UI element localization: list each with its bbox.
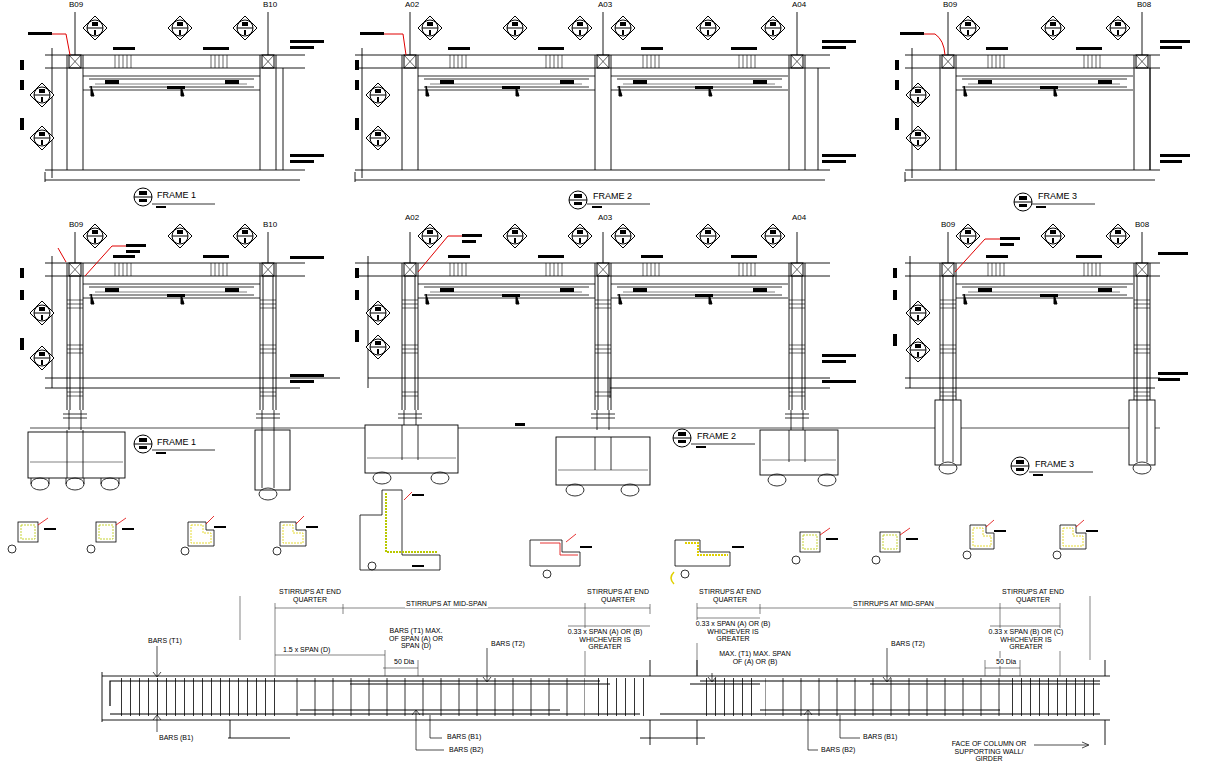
stirrup-note: STIRRUPS AT END QUARTER (996, 588, 1070, 603)
frame-title: FRAME 2 (592, 192, 633, 202)
dimension-note: 0.33 x SPAN (B) OR (C) WHICHEVER IS GREA… (986, 628, 1066, 651)
stirrup-note: STIRRUPS AT END QUARTER (693, 588, 767, 603)
frame-title: FRAME 1 (156, 191, 197, 201)
bar-label: BARS (T2) (890, 640, 926, 648)
bar-label: BARS (B1) (862, 733, 898, 741)
grid-label: B10 (262, 221, 278, 230)
bar-note: BARS (T1) MAX. OF SPAN (A) OR SPAN (D) (384, 627, 448, 650)
bar-label: BARS (B1) (158, 734, 194, 742)
grid-label: B09 (68, 221, 84, 230)
frame-title: FRAME 2 (696, 432, 737, 442)
bar-note: MAX. (T1) MAX. SPAN OF (A) OR (B) (718, 650, 792, 665)
bar-label: BARS (B2) (448, 746, 484, 754)
bar-label: BARS (T1) (147, 637, 183, 645)
bar-label: BARS (B1) (446, 733, 482, 741)
bar-label: BARS (T2) (490, 640, 526, 648)
grid-label: B09 (68, 1, 84, 10)
dimension-label: 1.5 x SPAN (D) (282, 646, 331, 654)
grid-label: B08 (1134, 221, 1150, 230)
stirrup-note: STIRRUPS AT END QUARTER (273, 588, 347, 603)
dimension-label: 50 Dia (393, 658, 415, 666)
dimension-label: 50 Dia (995, 658, 1017, 666)
stirrup-note: STIRRUPS AT MID-SPAN (405, 600, 488, 608)
note-text: FACE OF COLUMN OR SUPPORTING WALL/ GIRDE… (944, 740, 1034, 763)
grid-label: B10 (262, 1, 278, 10)
grid-label: A04 (791, 1, 807, 10)
dimension-note: 0.33 x SPAN (A) OR (B) WHICHEVER IS GREA… (565, 628, 645, 651)
stirrup-note: STIRRUPS AT MID-SPAN (852, 600, 935, 608)
frame-title: FRAME 3 (1037, 192, 1078, 202)
frame-title: FRAME 3 (1034, 460, 1075, 470)
grid-label: B09 (942, 1, 958, 10)
grid-label: A04 (791, 214, 807, 223)
grid-label: B09 (940, 221, 956, 230)
frame-title: FRAME 1 (156, 438, 197, 448)
grid-label: A02 (404, 214, 420, 223)
grid-label: A02 (404, 1, 420, 10)
grid-label: A03 (597, 1, 613, 10)
grid-label: A03 (597, 214, 613, 223)
grid-label: B08 (1136, 1, 1152, 10)
stirrup-note: STIRRUPS AT END QUARTER (581, 588, 655, 603)
dimension-note: 0.33 x SPAN (A) OR (B) WHICHEVER IS GREA… (693, 620, 773, 643)
bar-label: BARS (B2) (820, 746, 856, 754)
